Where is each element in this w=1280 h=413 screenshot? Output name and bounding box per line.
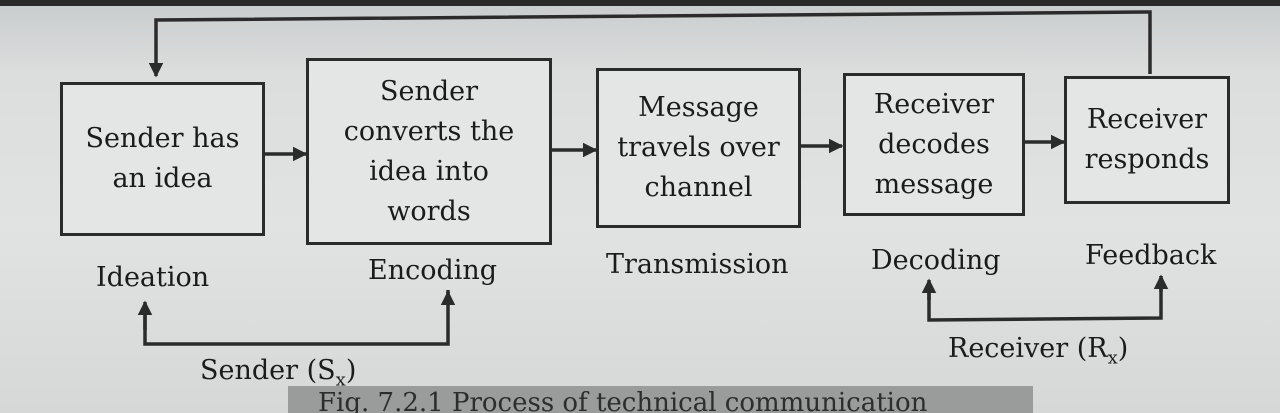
figure-caption: Fig. 7.2.1 Process of technical communic…	[318, 388, 928, 413]
group-label-sender: Sender (Sx)	[200, 355, 356, 390]
box-feedback-text: Receiver responds	[1084, 104, 1210, 175]
box-transmission: Message travels over channel	[596, 68, 801, 228]
receiver-label-text: Receiver (R	[948, 333, 1108, 364]
box-transmission-text: Message travels over channel	[617, 92, 780, 203]
sender-label-close: )	[345, 355, 357, 386]
stage-label-ideation: Ideation	[96, 262, 210, 293]
group-label-receiver: Receiver (Rx)	[948, 333, 1128, 368]
stage-label-decoding: Decoding	[871, 245, 1001, 276]
receiver-label-close: )	[1117, 333, 1129, 364]
sender-bracket	[143, 290, 450, 346]
receiver-bracket	[927, 280, 1163, 322]
stage-label-transmission: Transmission	[606, 249, 789, 280]
box-decoding: Receiver decodes message	[843, 73, 1025, 216]
top-edge-bar	[0, 0, 1280, 6]
box-decoding-text: Receiver decodes message	[873, 88, 995, 200]
figure-caption-strip: Fig. 7.2.1 Process of technical communic…	[288, 386, 1033, 413]
sender-label-sub: x	[335, 369, 346, 391]
stage-label-encoding: Encoding	[368, 255, 498, 286]
sender-label-text: Sender (S	[200, 355, 336, 386]
stage-label-feedback: Feedback	[1085, 240, 1217, 271]
box-ideation: Sender has an idea	[60, 82, 265, 236]
box-ideation-text: Sender has an idea	[85, 123, 240, 194]
box-feedback: Receiver responds	[1064, 76, 1230, 204]
receiver-label-sub: x	[1107, 347, 1118, 369]
box-encoding-text: Sender converts the idea into words	[343, 75, 515, 227]
feedback-loop-arrow	[148, 10, 1152, 78]
box-encoding: Sender converts the idea into words	[306, 58, 552, 245]
